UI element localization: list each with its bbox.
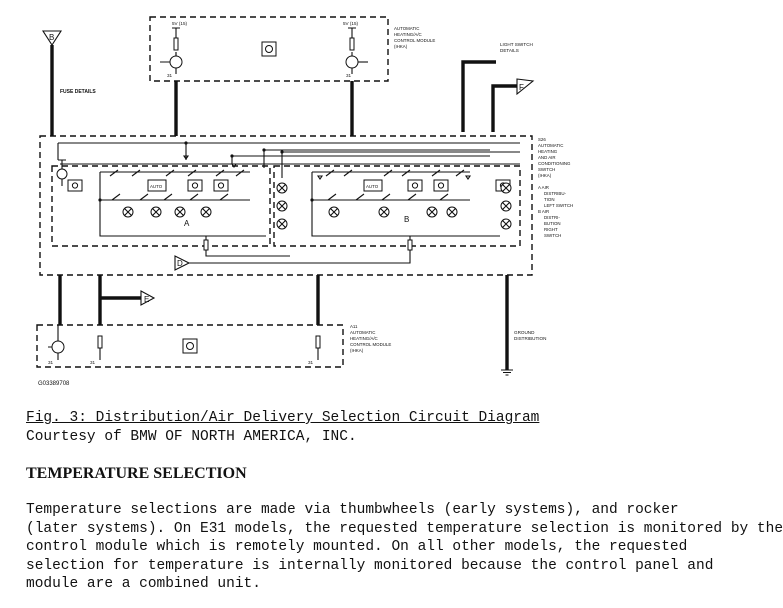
top-module-circuit — [160, 27, 368, 74]
svg-text:S26: S26 — [538, 137, 546, 142]
top-supply-left: 5V (15) — [172, 21, 188, 26]
switch-block-transistor — [56, 159, 68, 186]
svg-text:DISTRIBUTION: DISTRIBUTION — [514, 336, 546, 341]
body-line: (later systems). On E31 models, the requ… — [26, 520, 783, 537]
top-module-box — [149, 16, 389, 82]
switch-bus-junctions — [98, 141, 314, 202]
connector-d-wire — [189, 256, 411, 264]
switch-block-resistors — [203, 239, 413, 251]
body-line: selection for temperature is internally … — [26, 557, 714, 574]
svg-text:CONDITIONING: CONDITIONING — [538, 161, 571, 166]
bottom-module-box — [36, 324, 344, 368]
svg-text:DISTRIBU-: DISTRIBU- — [544, 191, 566, 196]
svg-text:AUTOMATIC: AUTOMATIC — [350, 330, 375, 335]
svg-text:B AIR: B AIR — [538, 209, 549, 214]
figure-caption-credit: Courtesy of BMW OF NORTH AMERICA, INC. — [26, 429, 357, 445]
top-ground-right: 31 — [346, 73, 352, 78]
svg-text:LEFT SWITCH: LEFT SWITCH — [544, 203, 573, 208]
svg-text:D: D — [177, 259, 183, 268]
svg-text:B: B — [49, 33, 54, 42]
switch-bus-wiring — [57, 142, 520, 257]
circuit-diagram: AUTOMATIC HEATING/A/C CONTROL MODULE (IH… — [36, 16, 573, 387]
svg-text:SWITCH: SWITCH — [544, 233, 561, 238]
svg-text:RIGHT: RIGHT — [544, 227, 558, 232]
switch-block-label: S26 AUTOMATIC HEATING AND AIR CONDITIONI… — [538, 137, 571, 178]
switch-b-box — [273, 165, 521, 247]
svg-text:(IHKA): (IHKA) — [350, 348, 364, 353]
connector-b: B — [41, 30, 63, 47]
switch-a-contacts — [109, 169, 245, 201]
body-line: Temperature selections are made via thum… — [26, 502, 679, 518]
svg-text:CONTROL MODULE: CONTROL MODULE — [394, 38, 435, 43]
svg-text:(IHKA): (IHKA) — [394, 44, 408, 49]
figure-caption-title: Fig. 3: Distribution/Air Delivery Select… — [26, 410, 540, 426]
svg-text:LIGHT SWITCH: LIGHT SWITCH — [500, 42, 533, 47]
svg-text:DETAILS: DETAILS — [500, 48, 519, 53]
connector-e: E — [140, 290, 156, 306]
switch-block-box — [39, 135, 533, 276]
body-line: module are a combined unit. — [26, 576, 261, 592]
svg-text:(IHKA): (IHKA) — [538, 173, 552, 178]
indicator-lamps-right — [328, 182, 512, 230]
bottom-module-label: A11 AUTOMATIC HEATING/A/C CONTROL MODULE… — [350, 324, 391, 353]
switch-a-label: A AIR DISTRIBU- TION LEFT SWITCH — [538, 185, 573, 208]
svg-text:AUTOMATIC: AUTOMATIC — [538, 143, 563, 148]
svg-text:HEATING/A/C: HEATING/A/C — [394, 32, 422, 37]
svg-text:TION: TION — [544, 197, 555, 202]
connector-d: D — [174, 255, 191, 271]
svg-text:DISTRI-: DISTRI- — [544, 215, 560, 220]
bottom-pin-a: 31 — [48, 360, 54, 365]
top-ground-left: 31 — [167, 73, 173, 78]
group-b-label: B — [404, 215, 409, 224]
light-switch-wire — [461, 60, 496, 132]
mode-icons-left — [67, 179, 229, 192]
section-body: Temperature selections are made via thum… — [26, 501, 783, 594]
section-heading: TEMPERATURE SELECTION — [26, 465, 247, 482]
light-switch-label: LIGHT SWITCH DETAILS — [500, 42, 533, 53]
diode-marks — [182, 155, 472, 180]
svg-text:E: E — [144, 295, 149, 304]
body-line: control module which is remotely mounted… — [26, 539, 688, 555]
switch-b-label: B AIR DISTRI- BUTION RIGHT SWITCH — [538, 209, 561, 238]
switch-b-contacts — [325, 169, 465, 201]
svg-text:SWITCH: SWITCH — [538, 167, 555, 172]
svg-text:AUTOMATIC: AUTOMATIC — [394, 26, 419, 31]
svg-text:HEATING: HEATING — [538, 149, 558, 154]
mode-icons-right — [363, 179, 511, 192]
bottom-module-circuit — [48, 325, 321, 360]
top-supply-right: 5V (15) — [343, 21, 359, 26]
figure-code: G03389708 — [38, 381, 70, 387]
bottom-pin-b: 31 — [90, 360, 96, 365]
svg-text:A AIR: A AIR — [538, 185, 549, 190]
group-a-label: A — [184, 219, 190, 228]
svg-text:GROUND: GROUND — [514, 330, 535, 335]
connector-f: F — [516, 78, 535, 96]
bottom-pin-c: 31 — [308, 360, 314, 365]
auto-right-label: AUTO — [366, 184, 379, 189]
bottom-feed-wires — [58, 275, 509, 370]
svg-text:BUTION: BUTION — [544, 221, 561, 226]
indicator-lamps-left — [122, 182, 288, 230]
switch-a-box — [51, 165, 271, 247]
top-module-feed-wires — [174, 81, 354, 136]
connector-f-wire — [491, 84, 517, 132]
svg-text:HEATING/A/C: HEATING/A/C — [350, 336, 378, 341]
auto-left-label: AUTO — [150, 184, 163, 189]
fuse-details-label: FUSE DETAILS — [60, 89, 96, 95]
ground-symbol — [501, 369, 513, 376]
svg-text:A11: A11 — [350, 324, 358, 329]
svg-text:AND AIR: AND AIR — [538, 155, 556, 160]
ground-distribution-label: GROUND DISTRIBUTION — [514, 330, 546, 341]
svg-text:CONTROL MODULE: CONTROL MODULE — [350, 342, 391, 347]
top-module-label: AUTOMATIC HEATING/A/C CONTROL MODULE (IH… — [394, 26, 435, 49]
svg-text:F: F — [519, 83, 524, 92]
